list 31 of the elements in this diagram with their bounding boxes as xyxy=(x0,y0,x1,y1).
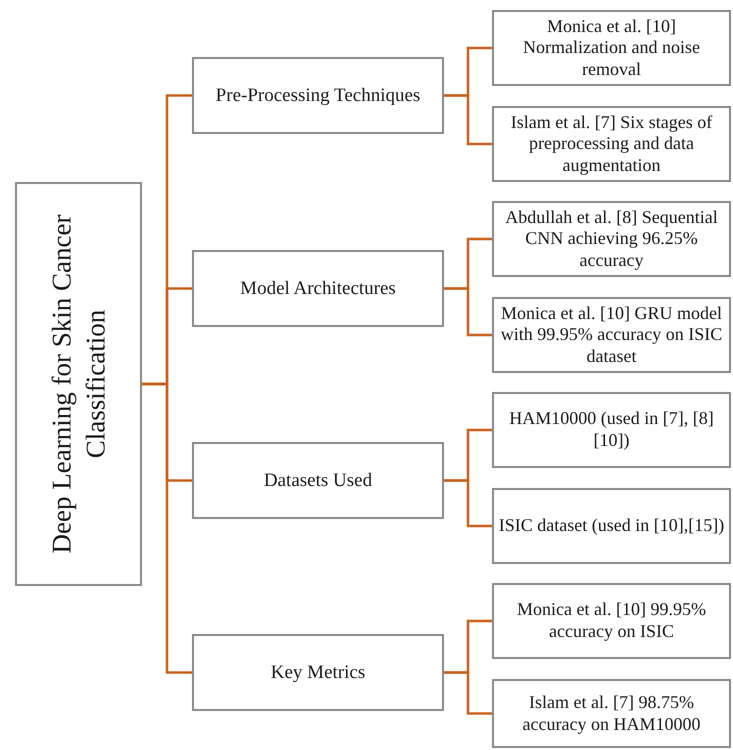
topic-box xyxy=(492,679,731,748)
topic-box xyxy=(492,392,731,468)
topic-text: Islam et al. [7] 98.75% accuracy on HAM10000 xyxy=(522,692,702,736)
topic-box xyxy=(492,488,731,564)
connector-line xyxy=(444,94,492,146)
topic-text: Monica et al. [10] GRU model with 99.95% accuracy on ISIC dataset xyxy=(500,302,724,368)
connector-line xyxy=(142,382,192,674)
topic-box xyxy=(492,583,731,659)
topic-text: ISIC dataset (used in [10],[15]) xyxy=(498,515,726,537)
topic-text: Model Architectures xyxy=(239,276,397,300)
topic-text: Datasets Used xyxy=(262,468,374,492)
topic-box xyxy=(492,297,731,373)
topic-box xyxy=(192,634,444,711)
topic-box xyxy=(492,201,731,277)
topic-text: Pre-Processing Techniques xyxy=(214,84,422,108)
topic-text: HAM10000 (used in [7], [8] [10]) xyxy=(508,408,715,452)
topic-text: Abdullah et al. [8] Sequential CNN achieving 96.25% accuracy xyxy=(504,206,719,272)
topic-box xyxy=(492,106,731,182)
topic-box xyxy=(192,442,444,519)
connector-line xyxy=(444,671,492,715)
topic-box xyxy=(492,10,731,86)
title-text: Deep Learning for Skin Cancer Classification xyxy=(44,214,110,556)
topic-box xyxy=(192,250,444,327)
topic-text: Islam et al. [7] Six stages of preprocessing and data augmentation xyxy=(510,112,714,176)
topic-text: Monica et al. [10] 99.95% accuracy on ISIC xyxy=(516,599,707,643)
topic-text: Key Metrics xyxy=(270,660,366,684)
topic-text: Monica et al. [10] Normalization and noise removal xyxy=(522,16,701,80)
topic-box xyxy=(192,57,444,134)
connector-line xyxy=(444,287,492,336)
connector-line xyxy=(444,479,492,528)
root-box xyxy=(15,182,142,586)
